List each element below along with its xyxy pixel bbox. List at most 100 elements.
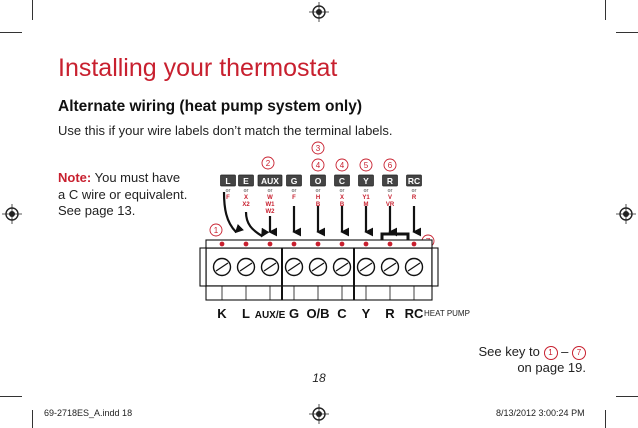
terminal-label: C	[337, 306, 347, 321]
screw-slot	[407, 262, 421, 272]
crop-mark	[605, 410, 606, 428]
wire-tag-alias: or	[244, 188, 249, 194]
callout-number: 5	[364, 161, 369, 170]
callout-circle	[359, 158, 373, 172]
screw-slot	[263, 262, 277, 272]
page-number: 18	[312, 371, 326, 385]
crop-mark	[616, 396, 638, 397]
wire-tag-label: C	[339, 176, 345, 186]
terminal-label: Y	[362, 306, 371, 321]
terminal-label: O/B	[306, 306, 329, 321]
wire-tag-alias: or	[364, 188, 369, 194]
screw-slot	[335, 262, 349, 272]
callout-number: 3	[316, 144, 321, 153]
crop-mark	[616, 32, 638, 33]
wire-tag-alias: W2	[266, 209, 276, 215]
wire-tag-alias: X	[340, 195, 344, 201]
wire-tag-alias: or	[292, 188, 297, 194]
terminal-label: K	[217, 306, 227, 321]
callout-number: 1	[214, 226, 219, 235]
callout-number: 4	[316, 161, 321, 170]
wire-tag-alias: or	[316, 188, 321, 194]
wire-tag-alias: VR	[386, 202, 395, 208]
note-block: Note: You must have a C wire or equivale…	[58, 170, 208, 220]
see-key-page: on page 19.	[517, 360, 586, 375]
callout-circle	[261, 156, 275, 170]
wire-tag-alias: W1	[266, 202, 276, 208]
wire-tag-alias: or	[268, 188, 273, 194]
callout-circle	[335, 158, 349, 172]
wire-tag-alias: R	[412, 195, 417, 201]
wire-tag-label: R	[387, 176, 393, 186]
wire-tag-alias: X	[244, 195, 248, 201]
wire-tag-alias: B	[316, 202, 321, 208]
terminal-label: RC	[405, 306, 424, 321]
screw-slot	[311, 262, 325, 272]
callout-circle	[383, 158, 397, 172]
key-start-callout: 1	[543, 345, 558, 360]
terminal-connection-dot	[411, 241, 417, 247]
wire-tag	[406, 174, 422, 187]
terminal-connection-dot	[315, 241, 321, 247]
registration-mark-right	[616, 204, 636, 224]
wire-tag-alias: F	[226, 195, 230, 201]
crop-mark	[32, 0, 33, 20]
wire	[244, 211, 270, 238]
wire-tag-alias: V	[388, 195, 392, 201]
wire-tag-alias: or	[388, 188, 393, 194]
wire-tag-label: RC	[408, 176, 420, 186]
terminal-block-end-right	[431, 247, 439, 287]
terminal-block-base	[205, 285, 433, 301]
registration-mark-top	[309, 2, 329, 22]
wire-tag-alias: or	[412, 188, 417, 194]
note-line: See page 13.	[58, 203, 136, 218]
wire-tag	[358, 174, 374, 187]
wire-tag-alias: X2	[242, 202, 250, 208]
wire-tag	[286, 174, 302, 187]
terminal-block-end-left	[199, 247, 207, 287]
crop-mark	[0, 32, 22, 33]
wire-tag-alias: B	[340, 202, 345, 208]
crop-mark	[0, 396, 22, 397]
wire-tag-label: E	[243, 176, 249, 186]
wire	[222, 191, 245, 234]
wire-tag-alias: W	[267, 195, 273, 201]
wire-tag-label: AUX	[261, 176, 279, 186]
wire-tag-label: Y	[363, 176, 369, 186]
callout-number: 4	[340, 161, 345, 170]
crop-mark	[605, 0, 606, 20]
section-heading: Alternate wiring (heat pump system only)	[58, 98, 363, 115]
screw-slot	[383, 262, 397, 272]
wire-tag-alias: H	[316, 195, 320, 201]
callout-circle	[311, 141, 325, 155]
footer-timestamp: 8/13/2012 3:00:24 PM	[496, 408, 585, 418]
wire-tag	[257, 174, 283, 187]
note-line: a C wire or equivalent.	[58, 186, 188, 202]
wire-tag-label: O	[315, 176, 322, 186]
terminal-label: R	[385, 306, 395, 321]
terminal-label: AUX/E	[255, 310, 286, 321]
wire-tag	[220, 174, 236, 187]
note-label: Note:	[58, 170, 92, 185]
wire-tag-alias: F	[292, 195, 296, 201]
intro-text: Use this if your wire labels don’t match…	[58, 123, 393, 138]
crop-mark	[32, 410, 33, 428]
wire-tag	[238, 174, 254, 187]
screw-slot	[359, 262, 373, 272]
wire-tag-label: L	[225, 176, 230, 186]
see-key-prefix: See key to	[478, 344, 540, 359]
terminal-connection-dot	[267, 241, 273, 247]
terminal-connection-dot	[363, 241, 369, 247]
callout-number: 2	[266, 159, 271, 168]
key-end-callout: 7	[572, 345, 586, 360]
page-title: Installing your thermostat	[58, 54, 338, 82]
callout-number: 6	[388, 161, 393, 170]
terminal-label: G	[289, 306, 299, 321]
wire-tag-alias: Y1	[362, 195, 370, 201]
heat-pump-label: HEAT PUMP	[424, 309, 470, 318]
terminal-connection-dot	[291, 241, 297, 247]
registration-mark-left	[2, 204, 22, 224]
see-key-text: See key to 1 – 7 on page 19.	[462, 344, 586, 376]
terminal-connection-dot	[243, 241, 249, 247]
